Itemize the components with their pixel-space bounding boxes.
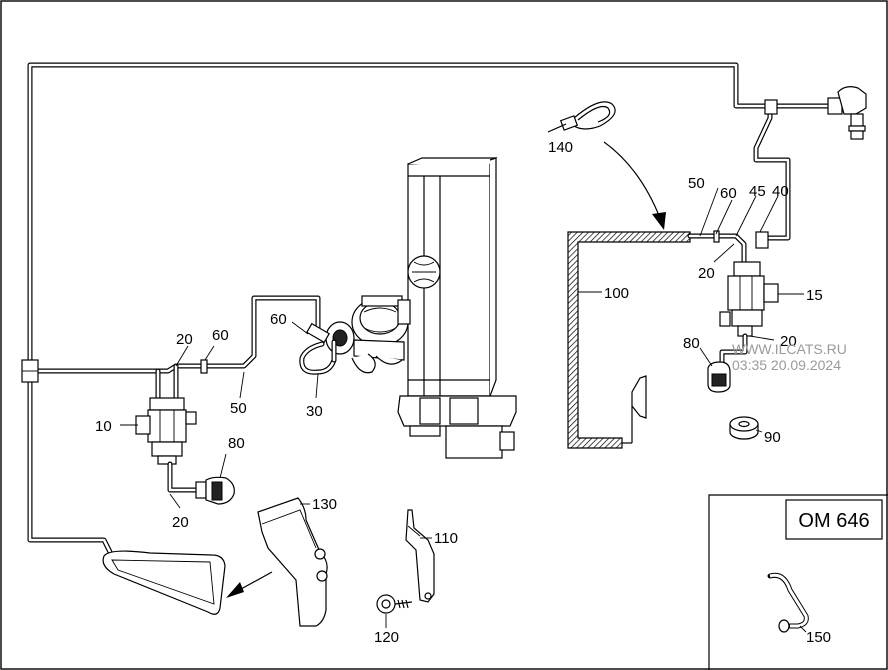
- switchover-valve-10: [135, 363, 197, 465]
- hose-right: [687, 230, 769, 265]
- tee-connector-left: [21, 359, 39, 383]
- screw-120: [376, 594, 413, 614]
- label-60c: 60: [720, 185, 737, 202]
- label-100: 100: [604, 285, 629, 302]
- watermark-site: WWW.ILCATS.RU: [732, 341, 847, 357]
- part-labels: 10 15 20 20 20 20 30 40 45 50 50 60 60 6…: [95, 139, 831, 646]
- arrow-to-reservoir: [226, 571, 273, 598]
- cable-tie: [547, 101, 616, 133]
- vacuum-reservoir: [102, 550, 226, 615]
- label-20d: 20: [780, 333, 797, 350]
- label-40: 40: [772, 183, 789, 200]
- model-label: OM 646: [798, 510, 869, 532]
- arrow-140: [603, 141, 666, 230]
- check-valve-80-right: [707, 333, 748, 393]
- label-60a: 60: [212, 327, 229, 344]
- hose-150: [767, 572, 809, 633]
- label-50a: 50: [230, 400, 247, 417]
- model-box: [785, 499, 883, 540]
- label-15: 15: [806, 287, 823, 304]
- label-140: 140: [548, 139, 573, 156]
- label-20c: 20: [698, 265, 715, 282]
- label-110: 110: [434, 530, 458, 547]
- label-10: 10: [95, 418, 112, 435]
- actuator-assembly: [325, 295, 411, 374]
- label-130: 130: [312, 496, 337, 513]
- label-30: 30: [306, 403, 323, 420]
- label-80b: 80: [683, 335, 700, 352]
- label-60b: 60: [270, 311, 287, 328]
- label-45: 45: [749, 183, 766, 200]
- vacuum-line-main: [27, 62, 778, 555]
- label-20b: 20: [172, 514, 189, 531]
- label-20a: 20: [176, 331, 193, 348]
- watermark-datetime: 03:35 20.09.2024: [732, 357, 841, 373]
- bracket-100: [567, 231, 691, 449]
- bracket-110: [405, 509, 435, 603]
- shield-130: [257, 497, 328, 627]
- hose-middle: [155, 295, 337, 375]
- check-valve-80-left: [167, 461, 235, 505]
- tee-connector-top-right: [753, 99, 833, 241]
- check-valve-top-right: [827, 86, 867, 140]
- label-90: 90: [764, 429, 781, 446]
- label-50b: 50: [688, 175, 705, 192]
- pump-housing: [397, 157, 517, 459]
- leader-lines: [120, 187, 807, 633]
- watermark: WWW.ILCATS.RU 03:35 20.09.2024: [732, 341, 847, 373]
- washer-90: [729, 416, 759, 440]
- label-150: 150: [806, 629, 831, 646]
- switchover-valve-15: [719, 261, 779, 337]
- model-section: OM 646: [708, 494, 888, 670]
- label-80a: 80: [228, 435, 245, 452]
- label-120: 120: [374, 629, 399, 646]
